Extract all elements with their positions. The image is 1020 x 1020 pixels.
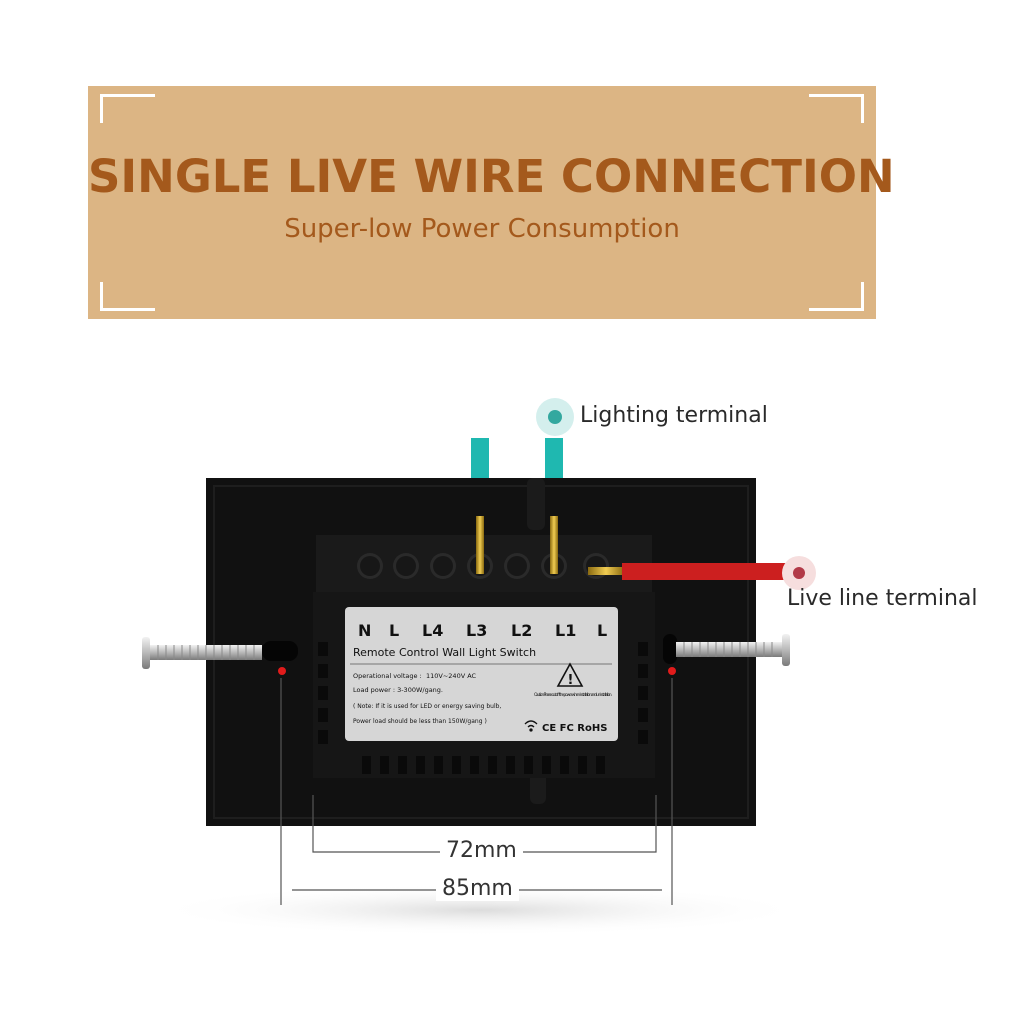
wifi-icon bbox=[524, 720, 538, 732]
title-banner: SINGLE LIVE WIRE CONNECTION Super-low Po… bbox=[88, 86, 895, 319]
plate-bottom-notch bbox=[530, 770, 546, 804]
terminal-label: L bbox=[389, 621, 399, 640]
dimension-point-right bbox=[668, 667, 676, 675]
dimension-85mm-label: 85mm bbox=[436, 876, 519, 901]
mounting-screw-right bbox=[676, 634, 790, 666]
floor-shadow bbox=[150, 884, 810, 936]
corner-bracket-bottom-right bbox=[809, 282, 864, 311]
sticker-load: Load power : 3-300W/gang. bbox=[353, 686, 443, 694]
terminal-label: L2 bbox=[511, 621, 532, 640]
terminal-label: L3 bbox=[466, 621, 487, 640]
dimension-point-left bbox=[278, 667, 286, 675]
banner-subtitle: Super-low Power Consumption bbox=[284, 214, 680, 244]
terminal-label: N bbox=[358, 621, 371, 640]
corner-bracket-bottom-left bbox=[100, 282, 155, 311]
sticker-voltage-value: 110V~240V AC bbox=[426, 672, 477, 680]
live-wire bbox=[622, 563, 798, 580]
vent-slots bbox=[318, 642, 648, 774]
sticker-title: Remote Control Wall Light Switch bbox=[353, 646, 536, 659]
mounting-screw-left bbox=[142, 637, 262, 669]
terminal-label: L4 bbox=[422, 621, 443, 640]
svg-text:!: ! bbox=[568, 673, 574, 688]
sticker-note-2: Power load should be less than 150W/gang… bbox=[353, 718, 487, 725]
sticker-voltage-label: Operational voltage : bbox=[353, 672, 422, 680]
terminal-label: L1 bbox=[555, 621, 576, 640]
plate-top-notch bbox=[527, 478, 545, 530]
mount-slot-right bbox=[663, 634, 677, 664]
sticker-note: ( Note: If it is used for LED or energy … bbox=[353, 703, 501, 710]
lighting-callout-dot bbox=[548, 410, 562, 424]
live-line-terminal-label: Live line terminal bbox=[787, 586, 978, 611]
brass-pin-live bbox=[588, 567, 624, 575]
banner-title: SINGLE LIVE WIRE CONNECTION bbox=[88, 150, 895, 203]
live-callout-dot bbox=[793, 567, 805, 579]
sticker-certs: CE FC RoHS bbox=[542, 723, 607, 734]
sticker-terminal-labels: N L L4 L3 L2 L1 L bbox=[358, 621, 607, 640]
dimension-72mm-label: 72mm bbox=[440, 838, 523, 863]
corner-bracket-top-right bbox=[809, 94, 864, 123]
lighting-terminal-label: Lighting terminal bbox=[580, 403, 768, 428]
mount-slot-left bbox=[262, 641, 298, 661]
brass-pin-l1 bbox=[550, 516, 558, 574]
spec-sticker bbox=[345, 607, 618, 741]
sticker-caution: Caution:Please cut off the power when in… bbox=[534, 692, 612, 697]
brass-pin-l3 bbox=[476, 516, 484, 574]
corner-bracket-top-left bbox=[100, 94, 155, 123]
warning-icon: ! bbox=[556, 662, 584, 688]
terminal-label: L bbox=[597, 621, 607, 640]
